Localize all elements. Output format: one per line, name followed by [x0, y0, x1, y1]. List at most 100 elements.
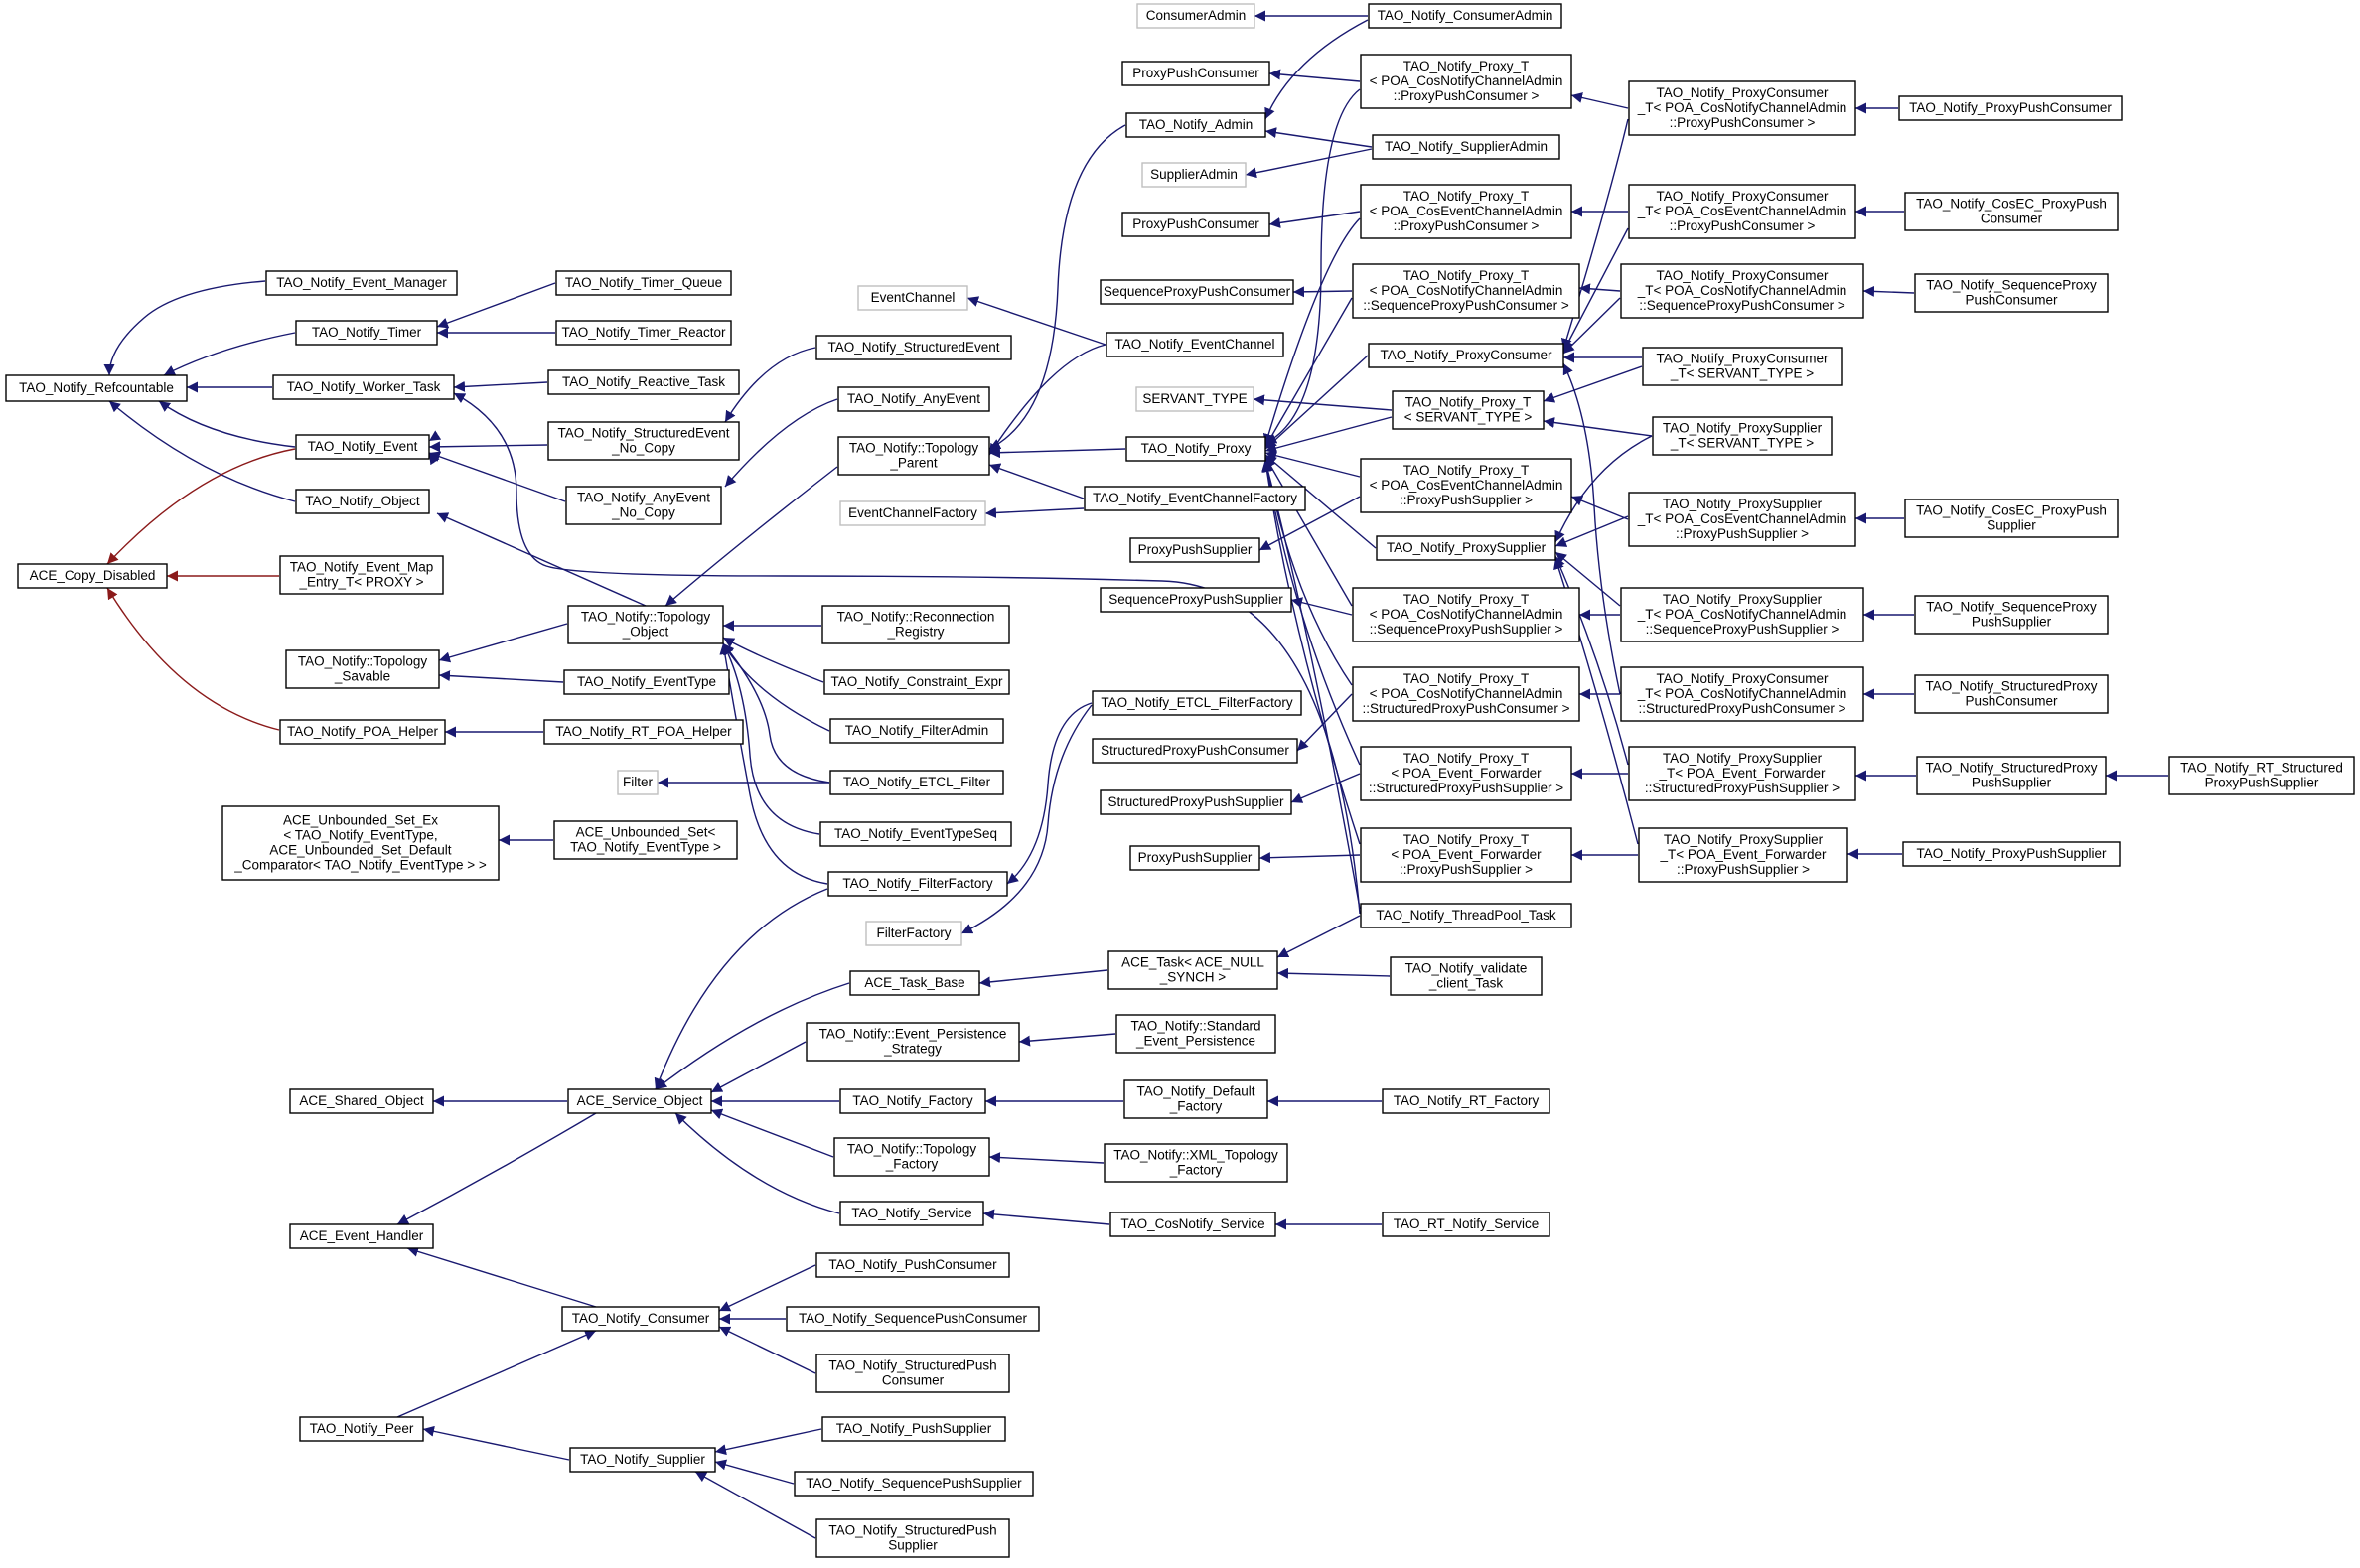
- class-node[interactable]: TAO_Notify_ETCL_Filter: [829, 770, 1004, 795]
- class-node[interactable]: TAO_Notify_Proxy_T< POA_Event_Forwarder:…: [1360, 746, 1572, 801]
- class-node-box[interactable]: [837, 386, 990, 412]
- class-node-box[interactable]: [815, 1252, 1010, 1278]
- class-node-box[interactable]: [1107, 950, 1278, 990]
- class-node[interactable]: TAO_Notify_RT_StructuredProxyPushSupplie…: [2168, 756, 2355, 795]
- class-node-box[interactable]: [1104, 1143, 1288, 1183]
- class-node[interactable]: TAO_Notify_Proxy_T< SERVANT_TYPE >: [1392, 390, 1545, 430]
- class-node[interactable]: TAO_Notify_EventChannelFactory: [1084, 486, 1306, 511]
- class-node[interactable]: TAO_Notify_ProxySupplier_T< POA_CosNotif…: [1620, 587, 1864, 642]
- class-node[interactable]: ACE_Unbounded_Set<TAO_Notify_EventType >: [553, 820, 738, 860]
- class-node-box[interactable]: [1115, 1014, 1276, 1054]
- class-node-box[interactable]: [833, 1137, 990, 1177]
- class-node[interactable]: TAO_Notify_CosEC_ProxyPushConsumer: [1904, 192, 2119, 231]
- class-node[interactable]: TAO_Notify_SequenceProxyPushConsumer: [1914, 273, 2109, 313]
- class-node-box[interactable]: [1620, 666, 1864, 722]
- class-node[interactable]: TAO_Notify_ProxyPushSupplier: [1902, 841, 2121, 867]
- class-node-box[interactable]: [1100, 279, 1294, 305]
- class-node[interactable]: ACE_Task< ACE_NULL_SYNCH >: [1107, 950, 1278, 990]
- class-node[interactable]: TAO_Notify_Proxy_T< POA_Event_Forwarder:…: [1360, 827, 1572, 883]
- class-node-box[interactable]: [1642, 347, 1843, 386]
- class-node-box[interactable]: [289, 1223, 434, 1249]
- class-node[interactable]: TAO_Notify::Topology_Factory: [833, 1137, 990, 1177]
- class-node[interactable]: TAO_Notify_RT_Factory: [1382, 1088, 1550, 1114]
- class-node-box[interactable]: [1121, 61, 1270, 86]
- class-node-box[interactable]: [1084, 486, 1306, 511]
- class-node[interactable]: TAO_Notify_ProxyConsumer_T< POA_CosNotif…: [1620, 666, 1864, 722]
- class-node[interactable]: TAO_Notify::XML_Topology_Factory: [1104, 1143, 1288, 1183]
- class-node-box[interactable]: [295, 489, 430, 514]
- class-node[interactable]: TAO_Notify_Event: [295, 434, 430, 460]
- class-node[interactable]: ProxyPushConsumer: [1121, 212, 1270, 237]
- class-node[interactable]: TAO_Notify_RT_POA_Helper: [543, 719, 744, 745]
- class-node[interactable]: TAO_Notify::Reconnection_Registry: [821, 605, 1010, 644]
- class-node-box[interactable]: [1092, 690, 1302, 716]
- class-node[interactable]: TAO_Notify_ProxySupplier_T< SERVANT_TYPE…: [1652, 416, 1833, 456]
- class-node-box[interactable]: [565, 486, 722, 525]
- class-node[interactable]: ACE_Service_Object: [567, 1088, 712, 1114]
- class-node-box[interactable]: [1106, 332, 1284, 357]
- class-node-box[interactable]: [839, 1201, 984, 1226]
- class-node[interactable]: ACE_Copy_Disabled: [17, 563, 168, 589]
- class-node-box[interactable]: [1100, 789, 1292, 815]
- class-node[interactable]: TAO_Notify_Timer: [295, 320, 438, 346]
- class-node-box[interactable]: [815, 1518, 1010, 1558]
- class-node[interactable]: TAO_Notify_AnyEvent_No_Copy: [565, 486, 722, 525]
- class-node[interactable]: TAO_Notify_Refcountable: [5, 374, 188, 402]
- class-node[interactable]: TAO_Notify_Admin: [1125, 112, 1266, 138]
- class-node-box[interactable]: [829, 718, 1004, 744]
- class-node-box[interactable]: [1382, 1212, 1550, 1237]
- class-node[interactable]: TAO_Notify_Service: [839, 1201, 984, 1226]
- class-node-box[interactable]: [567, 1088, 712, 1114]
- class-node[interactable]: TAO_Notify_FilterFactory: [827, 871, 1008, 897]
- class-node[interactable]: TAO_Notify::Topology_Parent: [837, 436, 990, 476]
- class-node-box[interactable]: [823, 669, 1010, 695]
- class-node-box[interactable]: [1382, 1088, 1550, 1114]
- class-node[interactable]: TAO_Notify_StructuredProxyPushConsumer: [1914, 674, 2109, 714]
- class-node-box[interactable]: [1135, 386, 1254, 412]
- class-node-box[interactable]: [1360, 827, 1572, 883]
- class-node[interactable]: TAO_Notify_Supplier: [569, 1447, 716, 1473]
- class-node-box[interactable]: [561, 1306, 720, 1332]
- class-node-box[interactable]: [17, 563, 168, 589]
- class-node[interactable]: TAO_Notify_StructuredProxyPushSupplier: [1916, 756, 2107, 795]
- class-node-box[interactable]: [555, 270, 732, 296]
- class-node[interactable]: Filter: [617, 770, 659, 795]
- class-node-box[interactable]: [553, 820, 738, 860]
- class-node[interactable]: EventChannel: [857, 285, 968, 311]
- class-node-box[interactable]: [1109, 1212, 1276, 1237]
- class-node-box[interactable]: [221, 805, 500, 881]
- class-node-box[interactable]: [1904, 192, 2119, 231]
- class-node[interactable]: TAO_Notify_Proxy: [1125, 436, 1266, 462]
- class-node-box[interactable]: [1125, 436, 1266, 462]
- class-node-box[interactable]: [1360, 458, 1572, 513]
- class-node-box[interactable]: [563, 669, 730, 695]
- class-node-box[interactable]: [821, 1416, 1006, 1442]
- class-node-box[interactable]: [1914, 595, 2109, 635]
- class-node-box[interactable]: [849, 970, 980, 996]
- class-node-box[interactable]: [1376, 535, 1556, 561]
- class-node-box[interactable]: [794, 1471, 1034, 1497]
- class-node-box[interactable]: [295, 434, 430, 460]
- class-node[interactable]: TAO_CosNotify_Service: [1109, 1212, 1276, 1237]
- class-node[interactable]: TAO_Notify_EventType: [563, 669, 730, 695]
- class-node-box[interactable]: [1136, 3, 1255, 29]
- class-node[interactable]: TAO_Notify_PushConsumer: [815, 1252, 1010, 1278]
- class-node[interactable]: TAO_Notify_EventChannel: [1106, 332, 1284, 357]
- class-node-box[interactable]: [1360, 54, 1572, 109]
- class-node-box[interactable]: [1620, 587, 1864, 642]
- class-node[interactable]: ProxyPushSupplier: [1129, 537, 1260, 563]
- class-node-box[interactable]: [1898, 95, 2123, 121]
- class-node-box[interactable]: [1121, 212, 1270, 237]
- class-node[interactable]: TAO_Notify_ConsumerAdmin: [1368, 3, 1562, 29]
- class-node[interactable]: TAO_Notify_ETCL_FilterFactory: [1092, 690, 1302, 716]
- class-node-box[interactable]: [265, 270, 458, 296]
- class-node-box[interactable]: [815, 1354, 1010, 1393]
- class-node-box[interactable]: [567, 605, 724, 644]
- class-node-box[interactable]: [1620, 263, 1864, 319]
- class-node[interactable]: TAO_Notify_ProxySupplier_T< POA_Event_Fo…: [1628, 746, 1856, 801]
- class-node[interactable]: TAO_Notify_Proxy_T< POA_CosEventChannelA…: [1360, 458, 1572, 513]
- class-node-box[interactable]: [272, 374, 455, 400]
- class-node[interactable]: TAO_Notify_SequencePushConsumer: [786, 1306, 1040, 1332]
- class-node-box[interactable]: [299, 1416, 424, 1442]
- class-node-box[interactable]: [279, 555, 444, 595]
